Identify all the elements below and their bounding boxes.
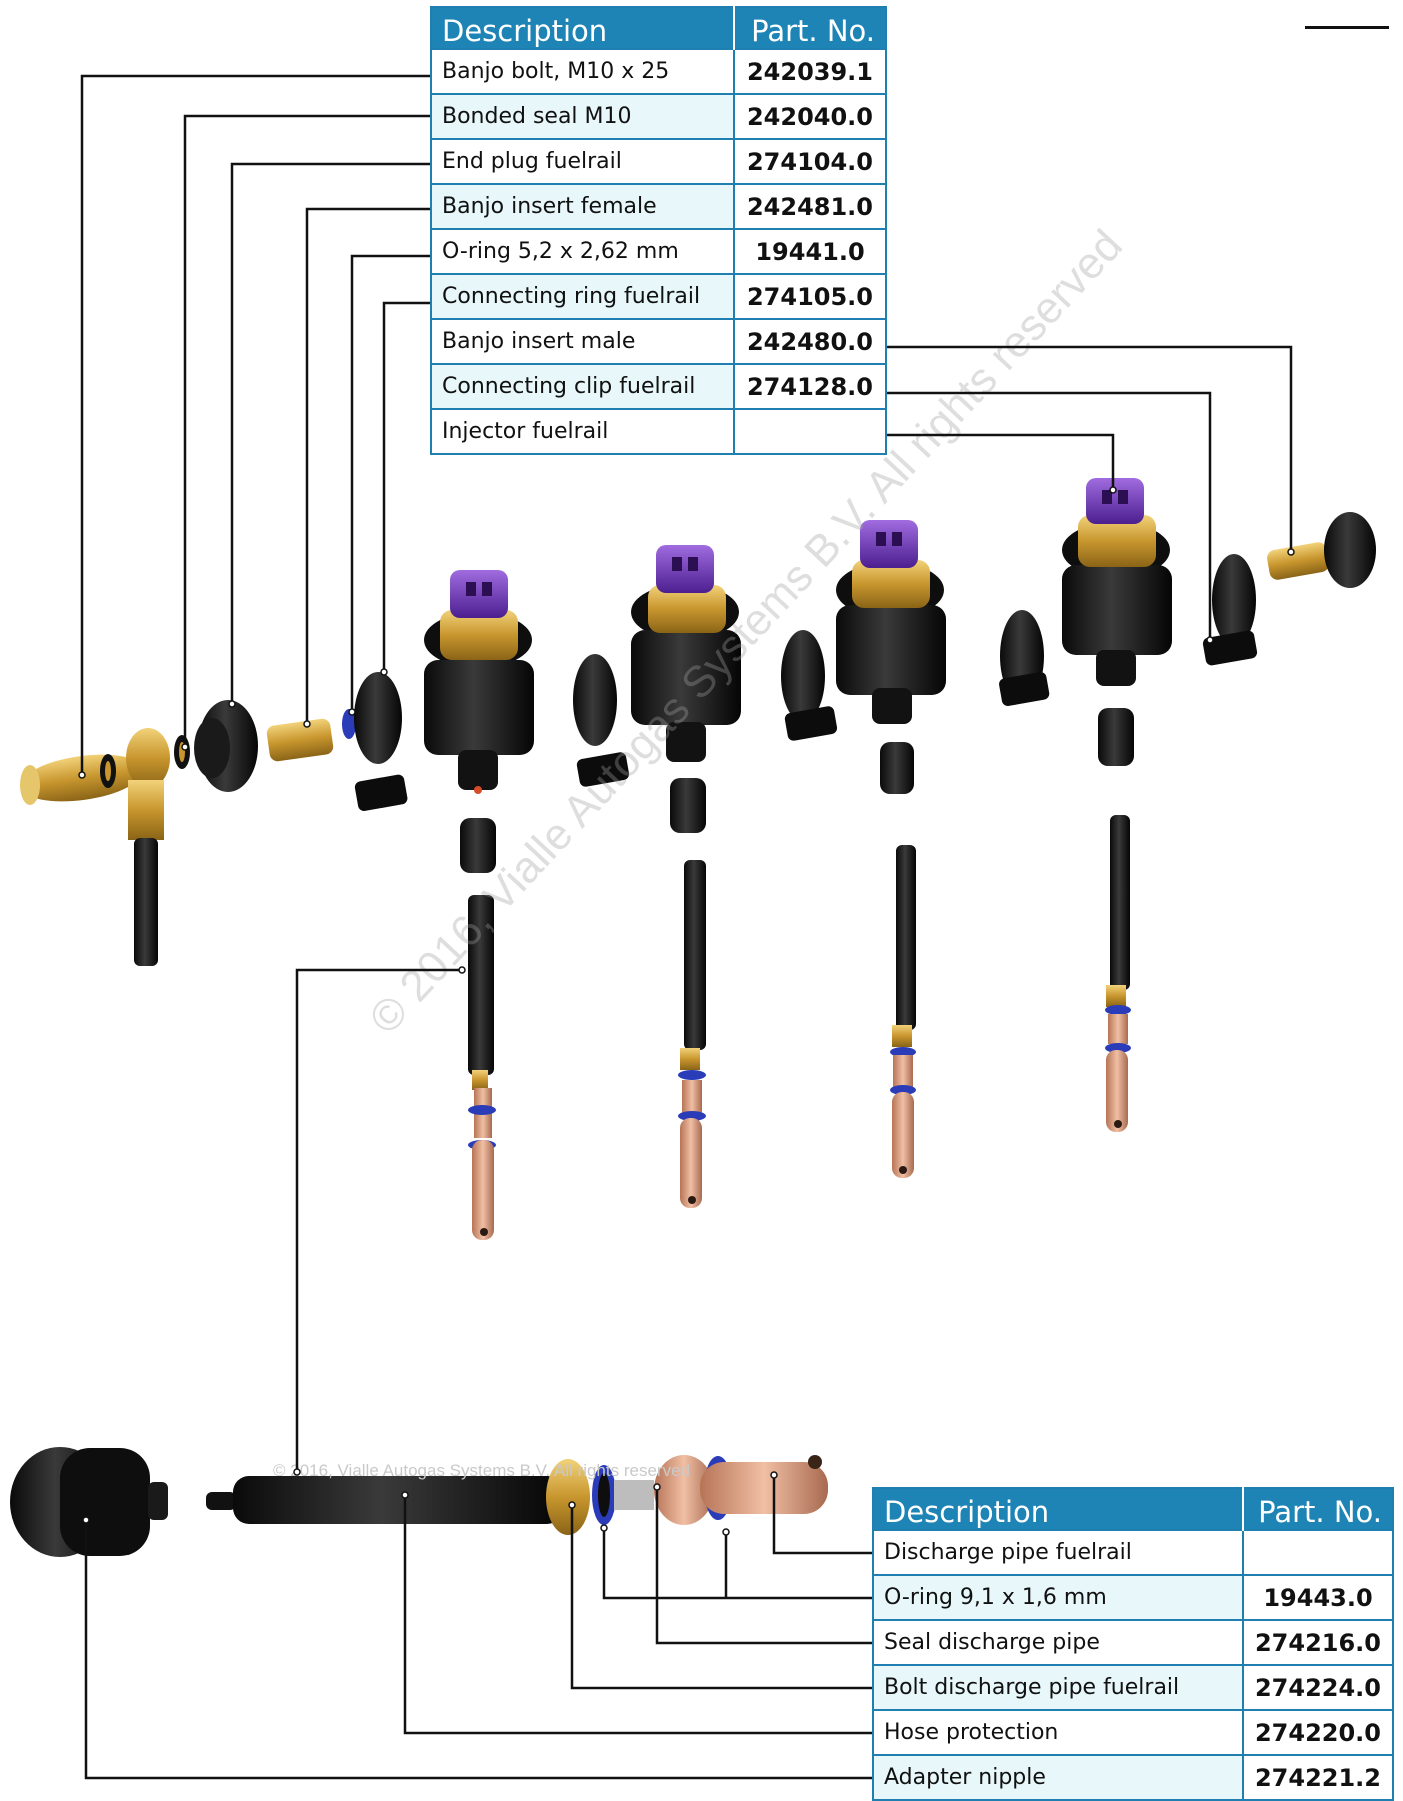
leader-hose-upper (295, 968, 462, 1472)
column-header-part-no: Part. No. (734, 7, 886, 49)
leader-discharge-pipe (772, 1475, 873, 1555)
discharge-pipe-detail (10, 1447, 828, 1557)
connecting-ring-first (354, 672, 408, 811)
leader-bolt-discharge (570, 1505, 873, 1690)
row-part-no: 242481.0 (733, 183, 886, 229)
leader-connecting-ring (382, 301, 432, 672)
row-part-no: 274216.0 (1242, 1619, 1393, 1665)
banjo-fitting (126, 728, 170, 966)
hose-print-text: © 2016, Vialle Autogas Systems B.V. All … (273, 1461, 690, 1480)
injector-1 (424, 570, 534, 1240)
leader-seal-discharge (655, 1487, 873, 1645)
table-row: Banjo insert female 242481.0 (431, 183, 886, 229)
leader-bonded-seal (183, 114, 432, 747)
leader-banjo-insert-female (305, 207, 432, 724)
row-description: Injector fuelrail (431, 408, 734, 454)
row-part-no: 19443.0 (1242, 1574, 1393, 1620)
connecting-ring-2 (573, 654, 630, 787)
table-row: O-ring 9,1 x 1,6 mm 19443.0 (873, 1574, 1393, 1620)
table-row: Connecting clip fuelrail 274128.0 (431, 363, 886, 409)
column-header-part-no: Part. No. (1243, 1488, 1393, 1530)
table-row: O-ring 5,2 x 2,62 mm 19441.0 (431, 228, 886, 274)
row-description: O-ring 5,2 x 2,62 mm (431, 228, 734, 274)
row-part-no: 274220.0 (1242, 1709, 1393, 1755)
leader-o-ring-large (602, 1528, 873, 1600)
leader-banjo-bolt (80, 74, 432, 775)
row-description: Banjo insert male (431, 318, 734, 364)
row-description: Hose protection (873, 1709, 1243, 1755)
row-part-no: 274224.0 (1242, 1664, 1393, 1710)
injector-3 (836, 520, 946, 1178)
table-row: Discharge pipe fuelrail (873, 1529, 1393, 1575)
table-row: Bolt discharge pipe fuelrail 274224.0 (873, 1664, 1393, 1710)
row-part-no: 274221.2 (1242, 1754, 1393, 1800)
table-row: Seal discharge pipe 274216.0 (873, 1619, 1393, 1665)
table-row: Banjo bolt, M10 x 25 242039.1 (431, 48, 886, 94)
leader-hose-protection (403, 1495, 873, 1735)
row-description: Bolt discharge pipe fuelrail (873, 1664, 1243, 1710)
table-row: Bonded seal M10 242040.0 (431, 93, 886, 139)
leader-injector (884, 433, 1115, 490)
leader-adapter-nipple (84, 1520, 873, 1780)
table-row: Connecting ring fuelrail 274105.0 (431, 273, 886, 319)
column-header-description: Description (873, 1488, 1244, 1530)
parts-table-top: Description Part. No. Banjo bolt, M10 x … (430, 6, 887, 455)
o-ring-blue (342, 709, 356, 739)
row-part-no: 274104.0 (733, 138, 886, 184)
parts-table-bottom: Description Part. No. Discharge pipe fue… (872, 1487, 1394, 1801)
row-description: End plug fuelrail (431, 138, 734, 184)
leader-connecting-clip (884, 391, 1212, 640)
connecting-ring-5 (1202, 554, 1258, 666)
row-description: Banjo bolt, M10 x 25 (431, 48, 734, 94)
row-part-no: 274128.0 (733, 363, 886, 409)
table-row: Injector fuelrail (431, 408, 886, 454)
row-description: Discharge pipe fuelrail (873, 1529, 1243, 1575)
leader-o-ring-small (350, 254, 432, 712)
corner-rule (1305, 26, 1389, 29)
row-description: Connecting ring fuelrail (431, 273, 734, 319)
row-part-no: 242480.0 (733, 318, 886, 364)
leader-end-plug (230, 162, 432, 704)
column-header-description: Description (431, 7, 735, 49)
table-row: End plug fuelrail 274104.0 (431, 138, 886, 184)
row-part-no (733, 408, 886, 454)
row-description: O-ring 9,1 x 1,6 mm (873, 1574, 1243, 1620)
row-description: Banjo insert female (431, 183, 734, 229)
table-row: Hose protection 274220.0 (873, 1709, 1393, 1755)
table-header-row: Description Part. No. (873, 1488, 1393, 1530)
row-part-no: 242040.0 (733, 93, 886, 139)
banjo-insert-female (266, 718, 334, 762)
row-part-no: 242039.1 (733, 48, 886, 94)
row-part-no: 274105.0 (733, 273, 886, 319)
row-description: Bonded seal M10 (431, 93, 734, 139)
leader-banjo-insert-male (884, 345, 1293, 552)
row-part-no: 19441.0 (733, 228, 886, 274)
row-part-no (1242, 1529, 1393, 1575)
injector-2 (631, 545, 741, 1208)
injector-4 (1062, 478, 1172, 1132)
row-description: Connecting clip fuelrail (431, 363, 734, 409)
connecting-ring-4 (999, 610, 1050, 706)
end-plug (194, 700, 258, 792)
row-description: Seal discharge pipe (873, 1619, 1243, 1665)
connecting-ring-3 (781, 630, 838, 741)
banjo-insert-male (1267, 512, 1376, 588)
table-row: Banjo insert male 242480.0 (431, 318, 886, 364)
table-row: Adapter nipple 274221.2 (873, 1754, 1393, 1800)
row-description: Adapter nipple (873, 1754, 1243, 1800)
table-header-row: Description Part. No. (431, 7, 886, 49)
bonded-seal-left (100, 754, 116, 788)
